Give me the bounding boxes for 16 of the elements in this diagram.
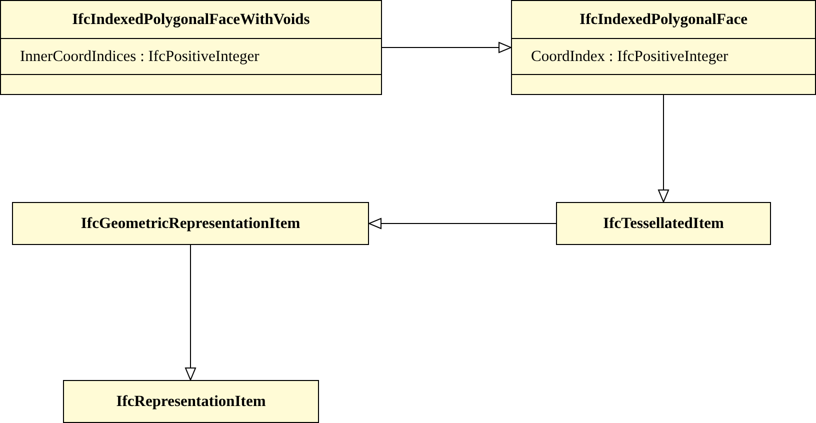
- class-name: IfcIndexedPolygonalFace: [512, 1, 815, 39]
- generalization-arrow: [658, 94, 669, 202]
- class-box: [511, 0, 816, 95]
- class-box: [12, 202, 369, 245]
- class-box: [0, 0, 382, 95]
- class-name: IfcTessellatedItem: [602, 214, 725, 234]
- generalization-arrow: [368, 218, 556, 229]
- attribute-text: InnerCoordIndices : IfcPositiveInteger: [1, 39, 381, 75]
- generalization-arrow: [185, 244, 196, 380]
- generalization-arrow: [382, 42, 512, 53]
- class-box: [63, 380, 319, 423]
- class-name: IfcIndexedPolygonalFaceWithVoids: [1, 1, 381, 39]
- class-box: [556, 202, 771, 245]
- class-name: IfcGeometricRepresentationItem: [80, 214, 302, 234]
- class-name: IfcRepresentationItem: [115, 392, 267, 412]
- attribute-text: CoordIndex : IfcPositiveInteger: [512, 39, 815, 75]
